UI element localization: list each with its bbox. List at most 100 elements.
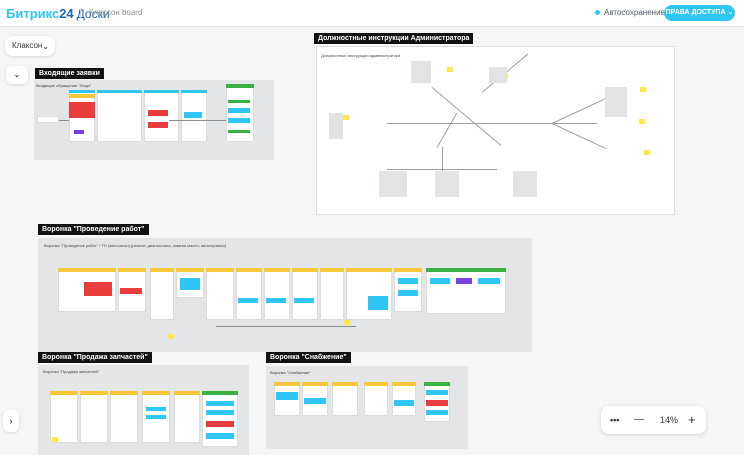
frame-works-funnel[interactable]: Воронка "Проведение работ" / ТО (автосал…: [38, 238, 532, 352]
funnel-card[interactable]: [294, 298, 314, 303]
flow-card[interactable]: [184, 112, 202, 118]
funnel-column[interactable]: [150, 268, 174, 320]
funnel-card[interactable]: [456, 278, 472, 284]
funnel-column[interactable]: [364, 382, 388, 416]
funnel-card[interactable]: [206, 401, 234, 406]
flow-card[interactable]: [228, 100, 250, 103]
frame-subtitle: Воронка "Снабжение": [270, 370, 311, 375]
column-header: [202, 391, 238, 395]
funnel-column[interactable]: [346, 268, 392, 320]
frame-parts-funnel[interactable]: Воронка "Продажа запчастей": [38, 365, 249, 455]
column-header: [80, 391, 108, 395]
funnel-column[interactable]: [320, 268, 344, 320]
sticky-note[interactable]: [344, 320, 350, 325]
flow-column[interactable]: [226, 84, 254, 142]
frame-supply-funnel[interactable]: Воронка "Снабжение": [266, 366, 468, 449]
funnel-card[interactable]: [84, 282, 112, 296]
funnel-card[interactable]: [120, 288, 142, 294]
zoom-in-button[interactable]: +: [688, 412, 696, 427]
funnel-column[interactable]: [50, 391, 78, 443]
board-title[interactable]: Классон board: [89, 8, 143, 17]
funnel-column[interactable]: [80, 391, 108, 443]
frame-title-supply[interactable]: Воронка "Снабжение": [266, 352, 351, 363]
funnel-card[interactable]: [426, 390, 448, 395]
funnel-card[interactable]: [146, 407, 166, 411]
frame-title-incoming[interactable]: Входящие заявки: [35, 68, 104, 79]
more-options-icon[interactable]: •••: [610, 415, 620, 425]
board-selector-dropdown[interactable]: Клаксон⌄: [5, 36, 55, 56]
funnel-card[interactable]: [304, 398, 326, 404]
column-header: [150, 268, 174, 272]
mindmap-branch: [442, 147, 443, 171]
sticky-note[interactable]: [168, 334, 174, 339]
funnel-card[interactable]: [478, 278, 500, 284]
chevron-right-icon: ›: [9, 416, 13, 426]
funnel-card[interactable]: [266, 298, 286, 303]
text-block: [329, 113, 343, 139]
funnel-card[interactable]: [146, 415, 166, 419]
funnel-card[interactable]: [426, 410, 448, 415]
text-block: [379, 171, 407, 197]
flow-card[interactable]: [228, 118, 250, 123]
funnel-card[interactable]: [206, 421, 234, 427]
zoom-out-button[interactable]: —: [634, 414, 644, 425]
flow-column[interactable]: [144, 90, 179, 142]
expand-sidebar-button[interactable]: ›: [3, 410, 19, 432]
sticky-note[interactable]: [639, 119, 645, 124]
funnel-column[interactable]: [110, 391, 138, 443]
sticky-note[interactable]: [343, 115, 349, 120]
connector-line: [59, 120, 69, 121]
flow-card[interactable]: [228, 130, 250, 133]
sticky-note[interactable]: [640, 87, 646, 92]
funnel-card[interactable]: [398, 290, 418, 296]
collapse-panel-button[interactable]: ⌄: [6, 66, 28, 84]
column-header: [302, 382, 328, 386]
autosave-label: Автосохранение: [604, 8, 665, 17]
funnel-column[interactable]: [236, 268, 262, 320]
funnel-card[interactable]: [206, 410, 234, 415]
column-header: [332, 382, 358, 386]
access-rights-button[interactable]: ПРАВА ДОСТУПА ⌄: [664, 5, 735, 21]
frame-subtitle: Должностные инструкции администратора: [321, 53, 401, 58]
funnel-column[interactable]: [206, 268, 234, 320]
frame-title-parts[interactable]: Воронка "Продажа запчастей": [38, 352, 152, 363]
frame-admin-instructions[interactable]: Должностные инструкции администратора: [316, 46, 675, 215]
connector-line: [169, 120, 229, 121]
sticky-note[interactable]: [447, 67, 453, 72]
funnel-column[interactable]: [426, 268, 506, 314]
funnel-column[interactable]: [392, 382, 416, 416]
funnel-card[interactable]: [206, 433, 234, 439]
frame-incoming-requests[interactable]: Входящие обращения "Люди": [34, 80, 274, 160]
flow-card[interactable]: [228, 108, 250, 113]
text-block: [513, 171, 537, 197]
funnel-column[interactable]: [332, 382, 358, 416]
flow-card[interactable]: [148, 122, 168, 128]
frame-title-instructions[interactable]: Должностные инструкции Администратора: [314, 33, 474, 44]
funnel-card[interactable]: [368, 296, 388, 310]
flow-card[interactable]: [74, 130, 84, 134]
funnel-column[interactable]: [264, 268, 290, 320]
funnel-column[interactable]: [174, 391, 200, 443]
flow-column[interactable]: [97, 90, 142, 142]
funnel-card[interactable]: [394, 400, 414, 406]
funnel-column[interactable]: [292, 268, 318, 320]
funnel-card[interactable]: [426, 400, 448, 406]
frame-title-works[interactable]: Воронка "Проведение работ": [38, 224, 149, 235]
column-header: [174, 391, 200, 395]
flow-card[interactable]: [148, 110, 168, 116]
column-header: [392, 382, 416, 386]
funnel-card[interactable]: [276, 392, 298, 400]
header-divider: [80, 8, 81, 19]
flow-card[interactable]: [69, 102, 95, 118]
sticky-note[interactable]: [644, 150, 650, 155]
flow-card[interactable]: [69, 94, 95, 98]
funnel-card[interactable]: [430, 278, 450, 284]
column-header: [206, 268, 234, 272]
sticky-note[interactable]: [52, 437, 58, 442]
funnel-card[interactable]: [398, 278, 418, 284]
column-header: [226, 84, 254, 88]
funnel-card[interactable]: [180, 278, 200, 290]
flow-node[interactable]: [37, 116, 59, 123]
funnel-card[interactable]: [238, 298, 258, 303]
